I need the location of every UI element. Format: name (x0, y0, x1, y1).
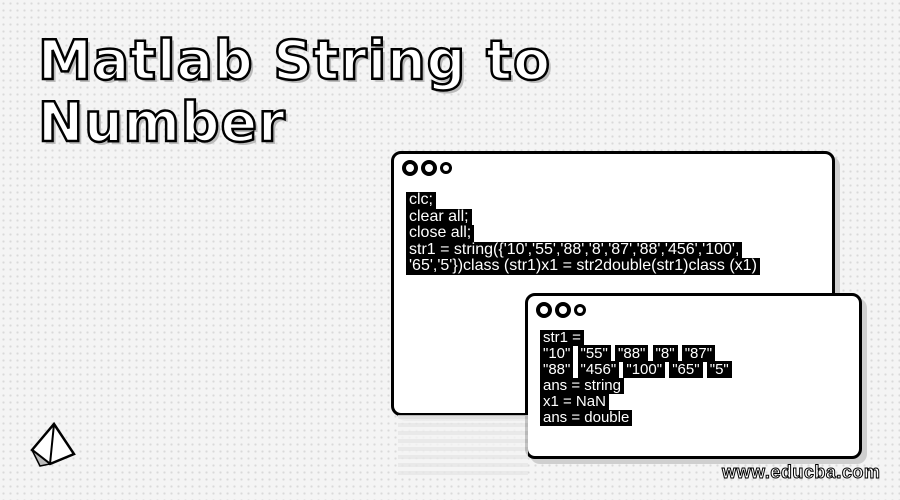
code-line: str1 = string({'10','55','88','8','87','… (406, 241, 743, 258)
output-line: ans = string (540, 378, 624, 394)
output-cell: "456" (577, 361, 620, 378)
paper-boat-icon (30, 421, 76, 467)
window-stack-shadow (398, 415, 528, 475)
output-line: x1 = NaN (540, 394, 609, 410)
output-window-titlebar (528, 296, 859, 326)
watermark: www.educba.com (721, 462, 881, 483)
code-block: clc; clear all; close all; str1 = string… (394, 184, 832, 275)
output-cell: "88" (540, 361, 574, 378)
output-line: ans = double (540, 410, 633, 426)
title-line-1: Matlab String to (37, 28, 552, 93)
circle-icon (536, 302, 552, 318)
circle-icon (555, 302, 571, 318)
output-cell: "8" (652, 345, 678, 362)
output-cell: "87" (681, 345, 716, 362)
output-cell: "100" (623, 361, 666, 378)
circle-icon (421, 160, 437, 176)
code-line: '65','5'})class (str1)x1 = str2double(st… (406, 257, 760, 275)
window-controls (536, 302, 586, 318)
title-line-2: Number (37, 90, 286, 155)
small-circle-icon (440, 162, 452, 174)
output-line: str1 = (540, 330, 584, 346)
output-row-1: "10" "55" "88" "8" "87" (540, 345, 847, 362)
code-line: clear all; (406, 208, 472, 225)
code-line: close all; (406, 224, 475, 242)
output-block: str1 = "10" "55" "88" "8" "87" "88" "456… (528, 326, 859, 426)
code-line: clc; (406, 191, 436, 209)
output-cell: "5" (706, 361, 732, 378)
window-controls (402, 160, 452, 176)
page-title: Matlab String to Number (37, 28, 552, 155)
small-circle-icon (574, 304, 586, 316)
output-cell: "55" (577, 345, 611, 362)
output-cell: "10" (540, 345, 574, 362)
circle-icon (402, 160, 418, 176)
output-window: str1 = "10" "55" "88" "8" "87" "88" "456… (525, 293, 862, 459)
code-window-titlebar (394, 154, 832, 184)
output-cell: "65" (669, 361, 703, 378)
output-row-2: "88" "456" "100" "65" "5" (540, 361, 847, 378)
output-cell: "88" (615, 345, 649, 362)
